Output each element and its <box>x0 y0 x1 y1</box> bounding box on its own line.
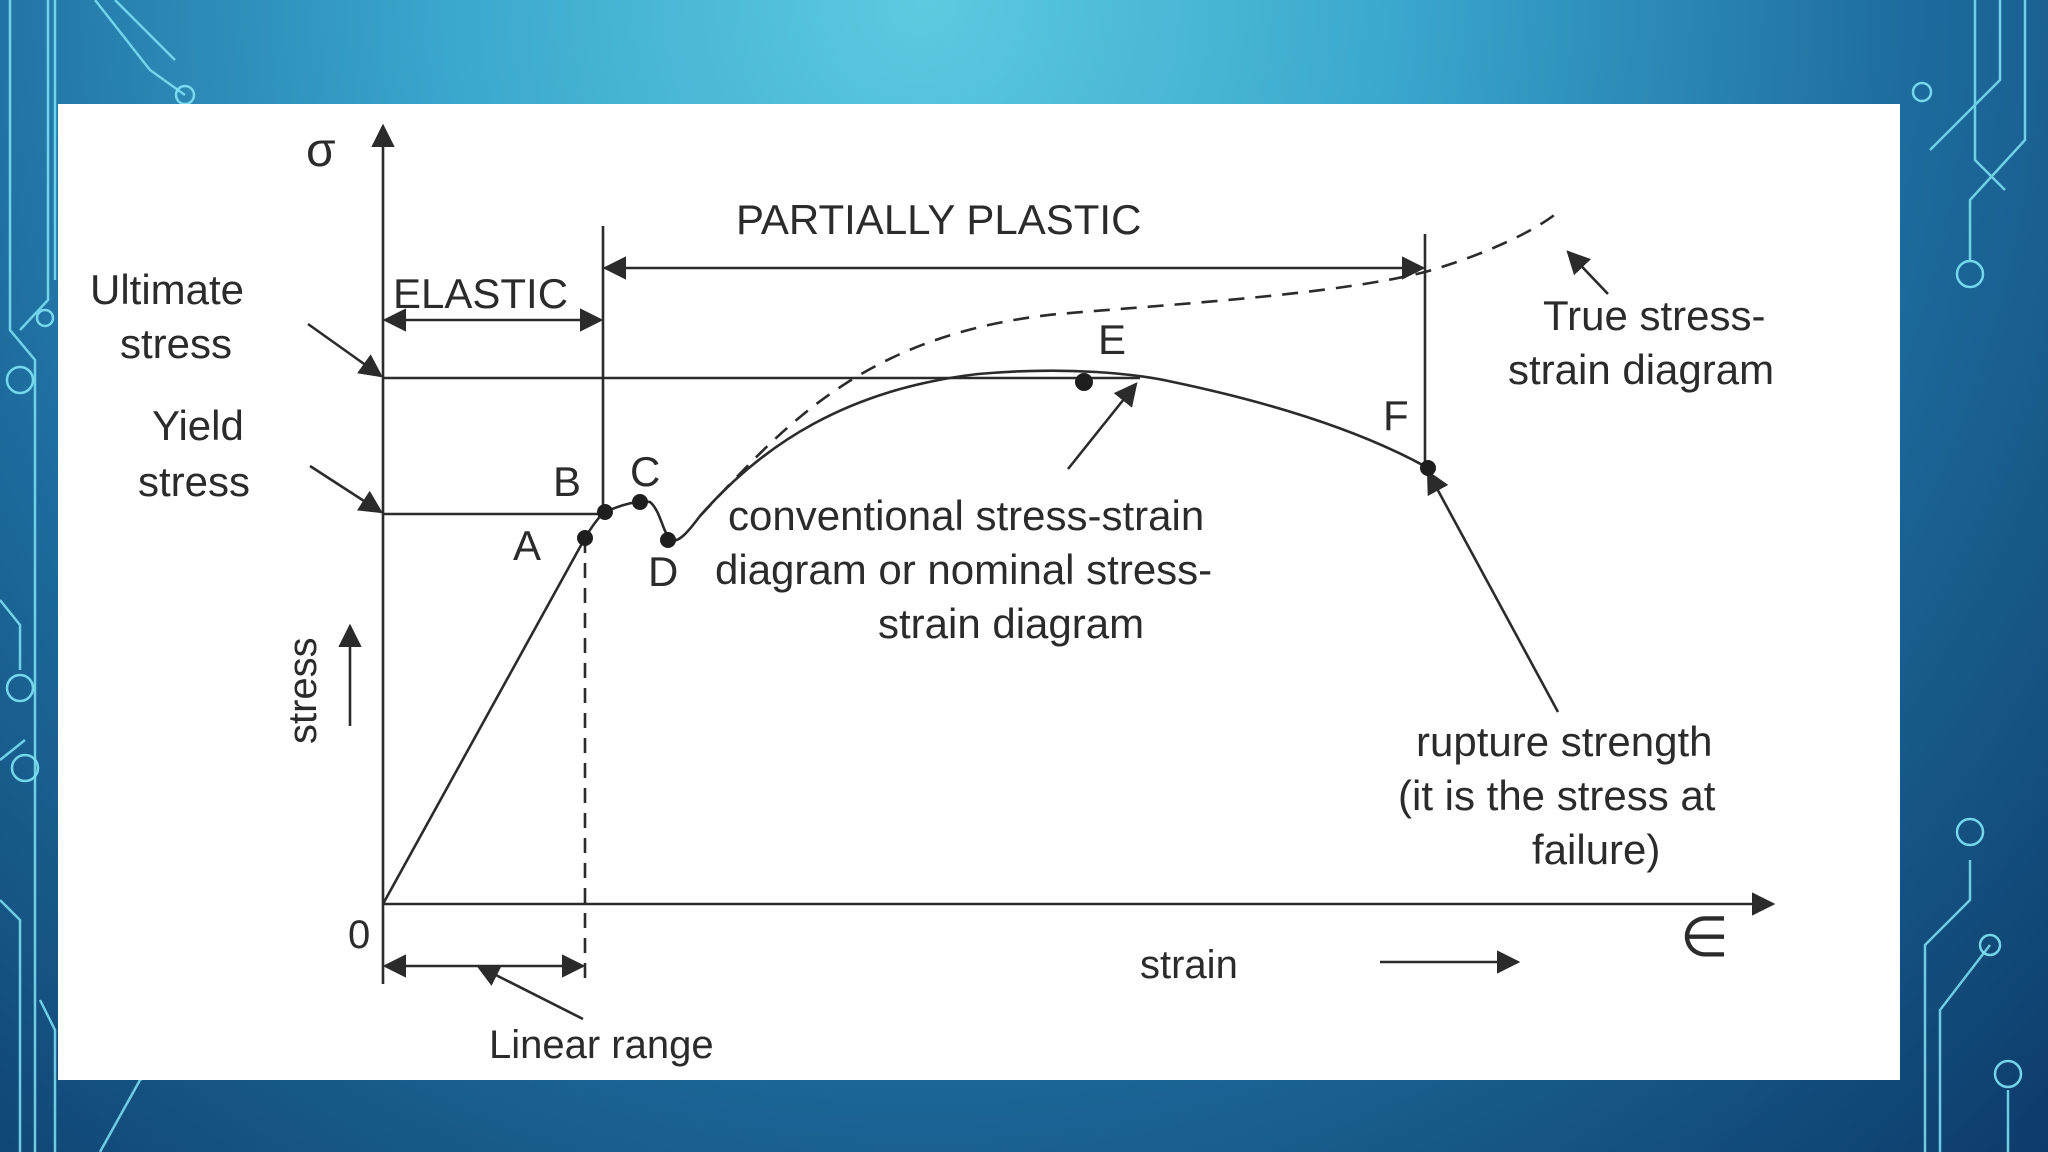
true-curve-pointer <box>1566 250 1609 295</box>
linear-range-pointer <box>475 964 584 1021</box>
point-d-marker <box>660 532 676 548</box>
true-curve-annotation-line1: True stress- <box>1543 292 1765 339</box>
yield-stress-pointer <box>309 464 383 514</box>
strain-label: strain <box>1140 943 1238 987</box>
point-a-marker <box>577 530 593 546</box>
stress-label: stress <box>281 637 325 744</box>
point-f-marker <box>1420 460 1436 476</box>
point-b-marker <box>597 504 613 520</box>
point-a-label: A <box>513 522 541 569</box>
point-d-label: D <box>648 548 678 595</box>
point-f-label: F <box>1383 392 1409 439</box>
stress-strain-diagram: σ ∈ 0 strain stress ELASTIC PARTIALLY PL… <box>90 123 1776 1067</box>
rupture-annotation-line3: failure) <box>1532 826 1660 873</box>
sigma-symbol: σ <box>306 124 336 177</box>
point-c-label: C <box>630 448 660 495</box>
point-e-label: E <box>1098 316 1126 363</box>
true-curve-annotation-line2: strain diagram <box>1508 346 1774 393</box>
conventional-annotation-line2: diagram or nominal stress- <box>715 546 1212 593</box>
linear-range-label: Linear range <box>489 1023 714 1067</box>
ultimate-stress-pointer <box>307 322 383 378</box>
conventional-curve-pointer <box>1066 382 1138 470</box>
partially-plastic-label: PARTIALLY PLASTIC <box>736 196 1141 243</box>
diagram-panel: σ ∈ 0 strain stress ELASTIC PARTIALLY PL… <box>58 104 1900 1080</box>
point-c-marker <box>632 494 648 510</box>
rupture-annotation-line1: rupture strength <box>1416 718 1713 765</box>
yield-stress-label-line2: stress <box>138 458 250 505</box>
origin-label: 0 <box>348 913 370 957</box>
elastic-label: ELASTIC <box>393 270 568 317</box>
conventional-annotation-line1: conventional stress-strain <box>728 492 1204 539</box>
yield-stress-label-line1: Yield <box>152 402 244 449</box>
ultimate-stress-label-line2: stress <box>120 320 232 367</box>
point-b-label: B <box>553 458 581 505</box>
rupture-annotation-line2: (it is the stress at <box>1398 772 1716 819</box>
point-e-marker <box>1075 373 1093 391</box>
ultimate-stress-label-line1: Ultimate <box>90 266 244 313</box>
conventional-curve <box>381 369 1429 905</box>
true-curve <box>699 211 1559 517</box>
rupture-pointer <box>1426 469 1560 713</box>
conventional-annotation-line3: strain diagram <box>878 600 1144 647</box>
epsilon-symbol: ∈ <box>1680 905 1729 968</box>
